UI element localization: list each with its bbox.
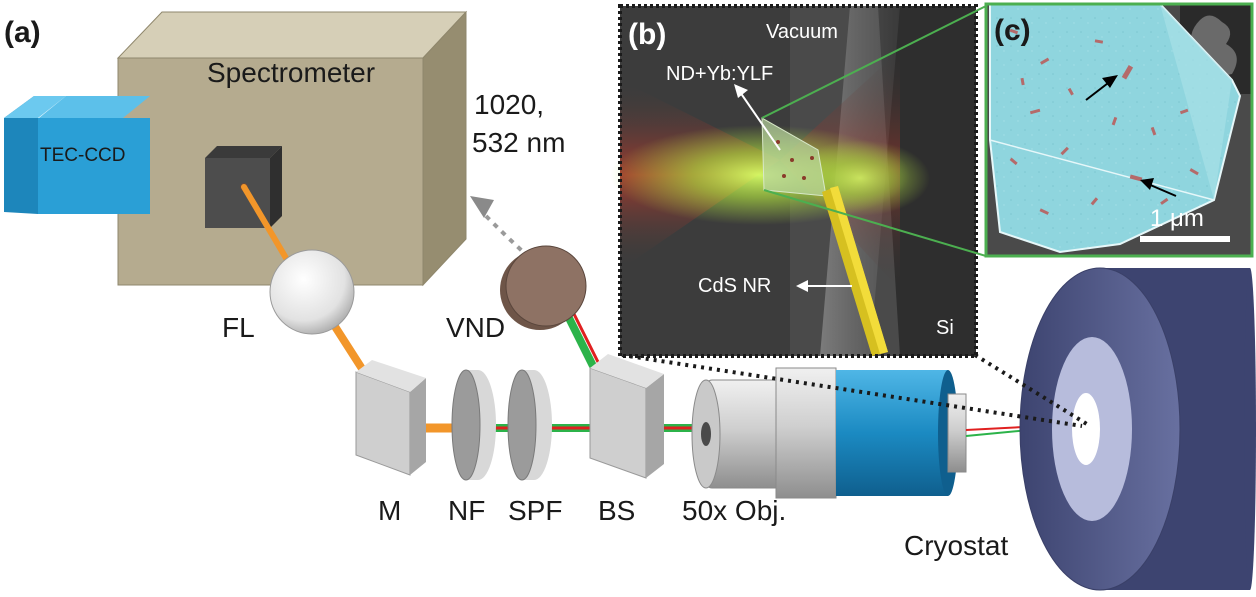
spectrometer: [116, 10, 468, 287]
objective-lens: [691, 367, 967, 499]
panel-label-b: (b): [628, 18, 666, 51]
beam-splitter: [589, 354, 664, 479]
vnd-label: VND: [446, 312, 505, 343]
wavelength-label-line2: 532 nm: [472, 127, 565, 158]
tec-ccd-camera: [4, 96, 150, 214]
nf-label: NF: [448, 495, 485, 526]
notch-filter: [451, 369, 496, 481]
cryostat-label: Cryostat: [904, 530, 1008, 561]
panel-label-a: (a): [4, 16, 41, 49]
cryostat: [1019, 267, 1256, 591]
objective-label: 50x Obj.: [682, 495, 786, 526]
inset-c-connectors: [761, 5, 987, 257]
vacuum-label: Vacuum: [766, 21, 838, 43]
cds-nr-label: CdS NR: [698, 275, 771, 297]
short-pass-filter: [507, 369, 552, 481]
bs-label: BS: [598, 495, 635, 526]
fl-label: FL: [222, 312, 255, 343]
nd-yb-ylf-label: ND+Yb:YLF: [666, 63, 773, 85]
dashed-return-arrow: [470, 196, 548, 274]
si-label: Si: [936, 317, 954, 339]
tec-ccd-label: TEC-CCD: [40, 145, 126, 166]
zoom-lines: [621, 353, 1092, 428]
panel-label-c: (c): [994, 14, 1031, 47]
spectrometer-label: Spectrometer: [207, 57, 375, 88]
focusing-lens: [269, 249, 355, 335]
variable-nd-filter: [500, 245, 587, 330]
wavelength-label-line1: 1020,: [474, 89, 544, 120]
mirror: [355, 360, 426, 476]
inset-c-sem-image: [984, 2, 1254, 258]
spf-label: SPF: [508, 495, 562, 526]
scale-bar-label: 1 μm: [1150, 205, 1204, 232]
m-label: M: [378, 495, 401, 526]
inset-b: [610, 4, 978, 358]
